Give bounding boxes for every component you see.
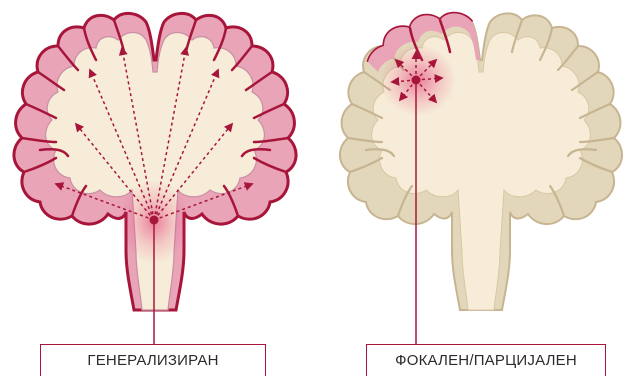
focal-label: ФОКАЛЕН/ПАРЦИЈАЛЕН: [366, 344, 606, 376]
generalized-brain: [14, 13, 296, 344]
focal-brain: [340, 13, 622, 344]
generalized-label: ГЕНЕРАЛИЗИРАН: [40, 344, 266, 376]
